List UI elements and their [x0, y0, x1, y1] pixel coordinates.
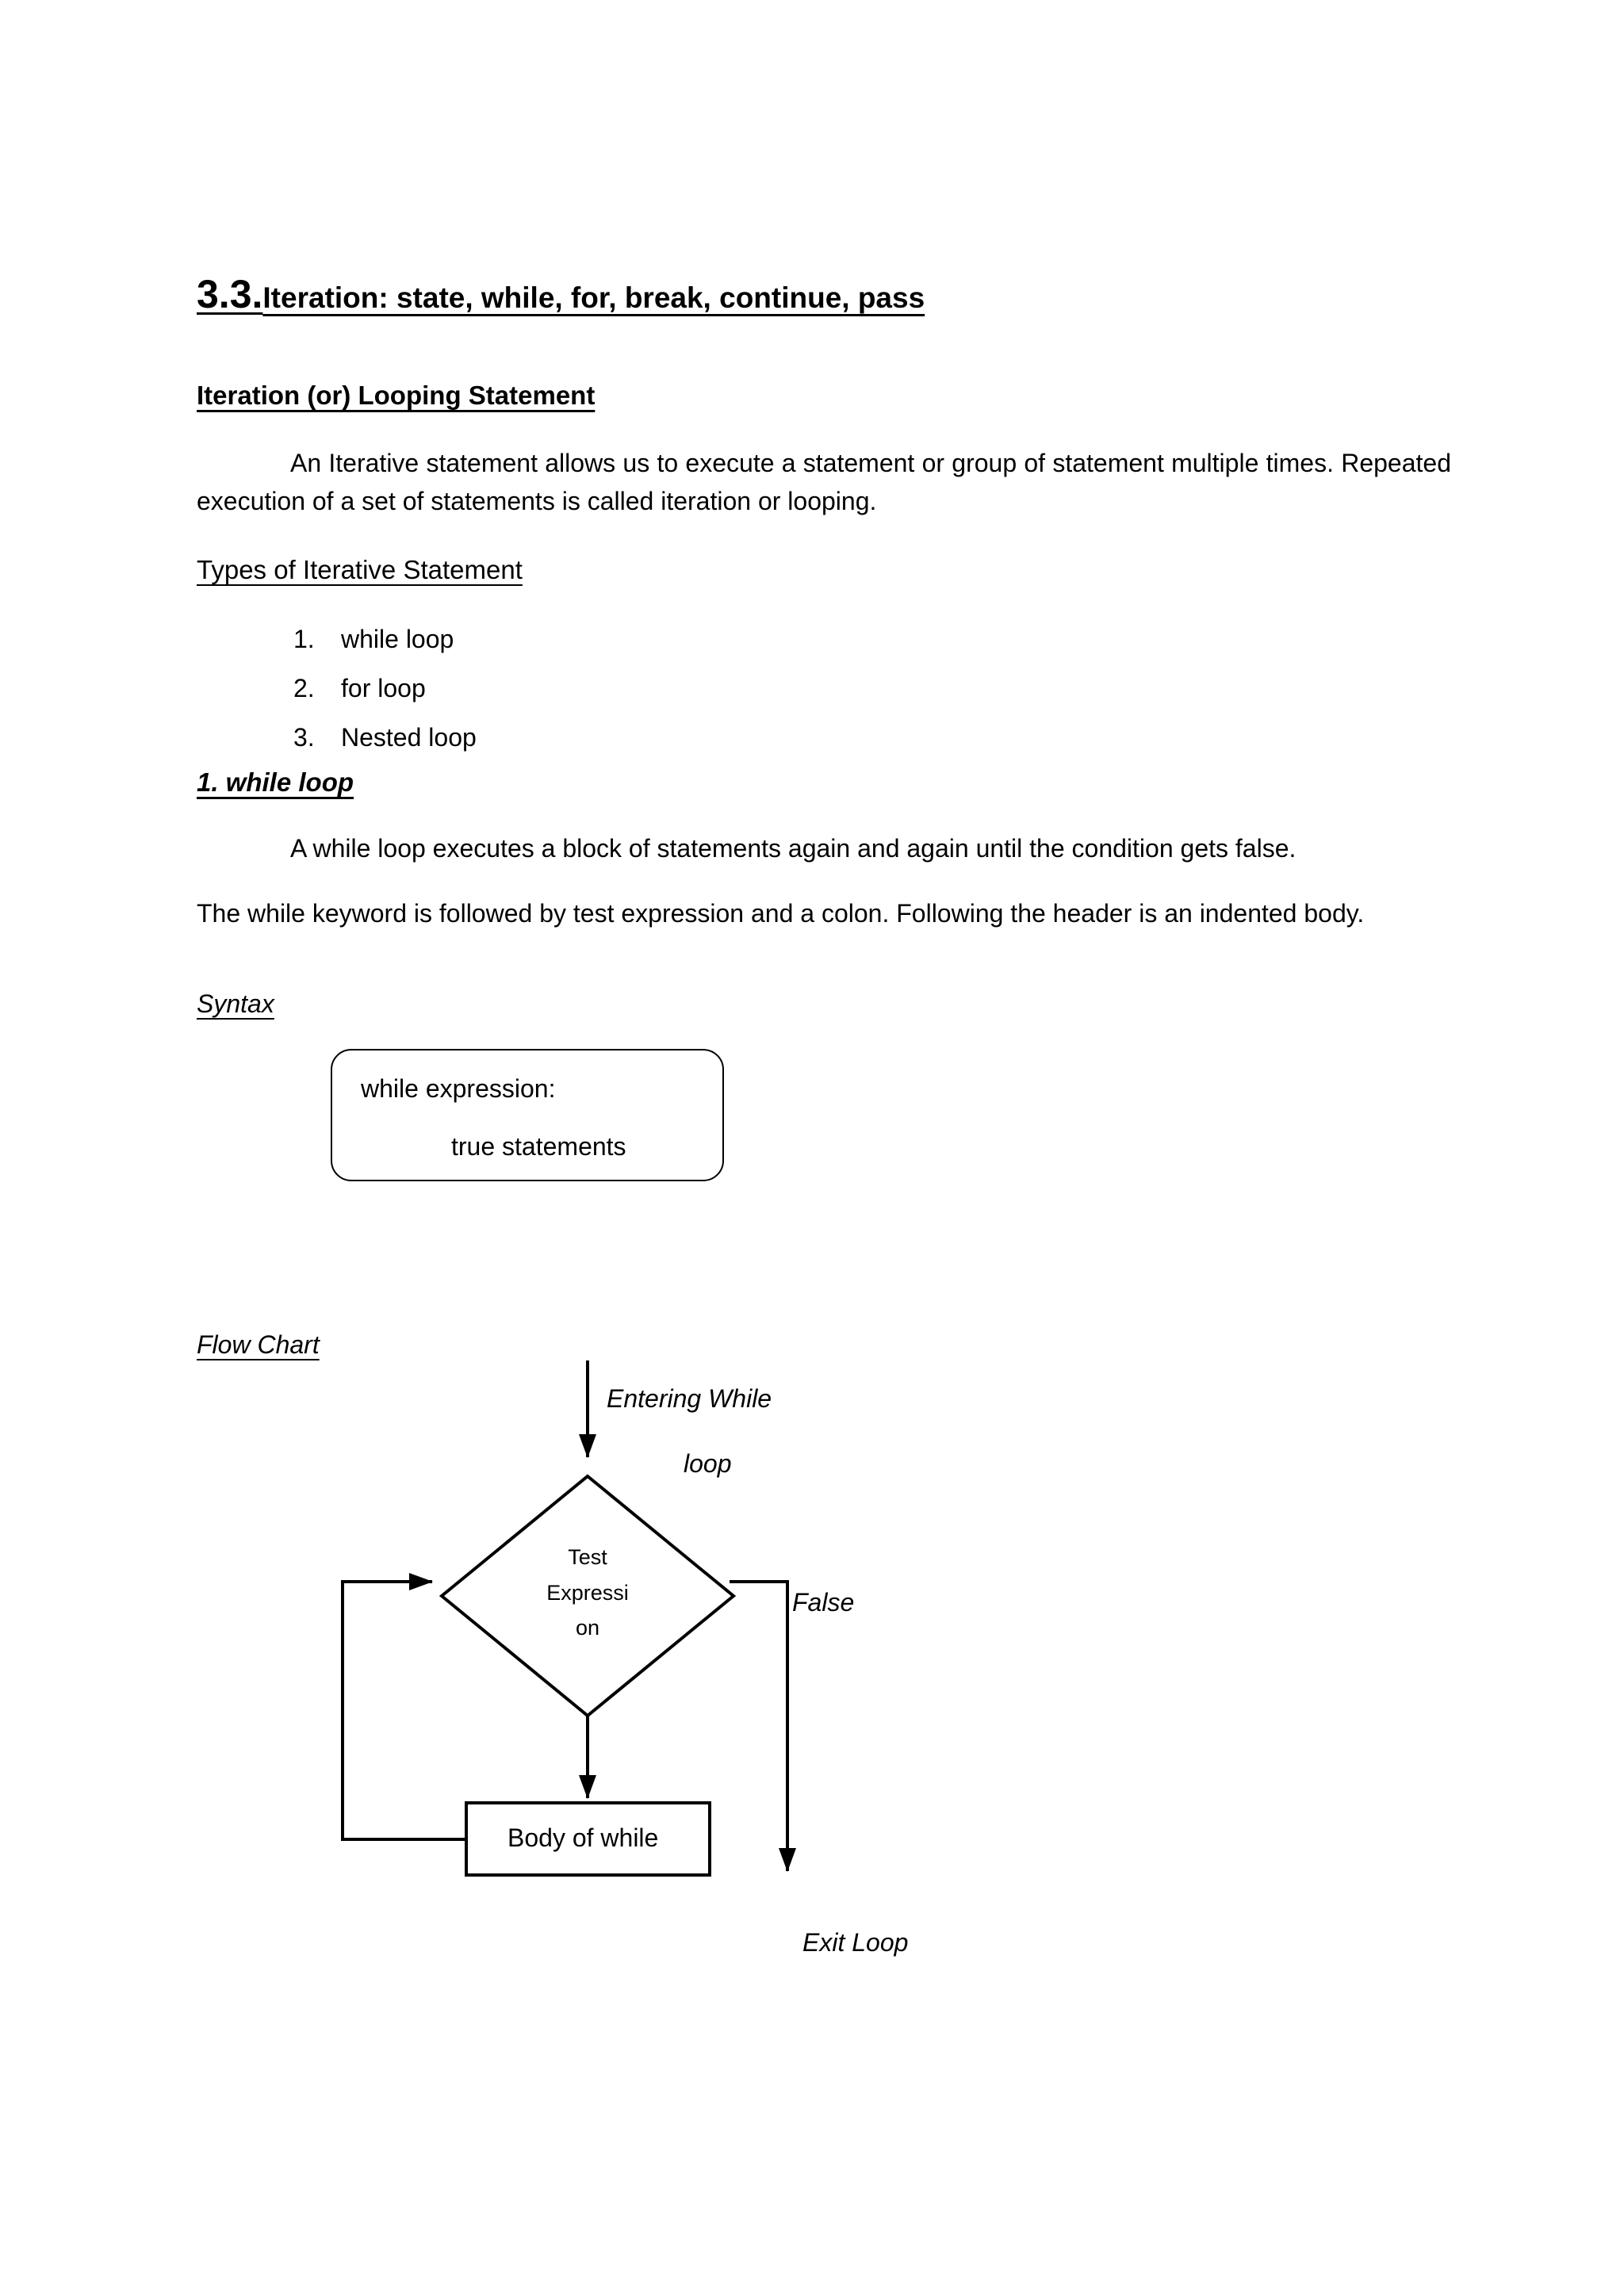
page-title-number: 3.3. — [197, 272, 263, 316]
page-title: 3.3.Iteration: state, while, for, break,… — [197, 270, 1465, 320]
list-item: 1. while loop — [197, 626, 910, 675]
list-item-number: 2. — [293, 674, 315, 702]
flow-label-entering-while-line1: Entering While — [607, 1384, 772, 1413]
list-item-label: for loop — [341, 674, 426, 702]
flow-chart-label: Flow Chart — [197, 1330, 320, 1359]
list-item: 2. for loop — [197, 675, 910, 725]
decision-node-text-line3: on — [575, 1616, 600, 1640]
decision-node-text-line1: Test — [568, 1545, 607, 1569]
flow-label-false: False — [792, 1588, 855, 1617]
flow-label-exit-loop: Exit Loop — [802, 1928, 909, 1957]
decision-node-text: Test Expressi on — [508, 1540, 667, 1646]
flow-false-path — [730, 1580, 796, 1872]
syntax-label: Syntax — [197, 989, 274, 1018]
list-item-number: 3. — [293, 723, 315, 752]
paragraph-while-definition: A while loop executes a block of stateme… — [290, 834, 1297, 863]
section-heading-while-loop: 1. while loop — [197, 767, 354, 797]
flow-loopback-path — [341, 1573, 466, 1841]
syntax-line-while-expression: while expression: — [361, 1074, 556, 1103]
syntax-line-true-statements: true statements — [451, 1132, 626, 1161]
list-item: 3. Nested loop — [197, 725, 910, 774]
list-item-label: Nested loop — [341, 723, 477, 752]
syntax-box: while expression: true statements — [331, 1049, 724, 1181]
list-item-label: while loop — [341, 625, 454, 653]
section-heading-types: Types of Iterative Statement — [197, 555, 523, 584]
body-of-while-label: Body of while — [508, 1823, 659, 1852]
list-item-number: 1. — [293, 625, 315, 653]
paragraph-while-keyword: The while keyword is followed by test ex… — [197, 899, 1365, 928]
types-list: 1. while loop 2. for loop 3. Nested loop — [197, 626, 910, 774]
paragraph-iteration-definition: An Iterative statement allows us to exec… — [197, 449, 1451, 515]
flow-label-entering-while-line2: loop — [684, 1449, 732, 1478]
section-heading-iteration: Iteration (or) Looping Statement — [197, 381, 596, 410]
decision-node-text-line2: Expressi — [546, 1580, 629, 1605]
page-title-text: Iteration: state, while, for, break, con… — [262, 281, 925, 314]
